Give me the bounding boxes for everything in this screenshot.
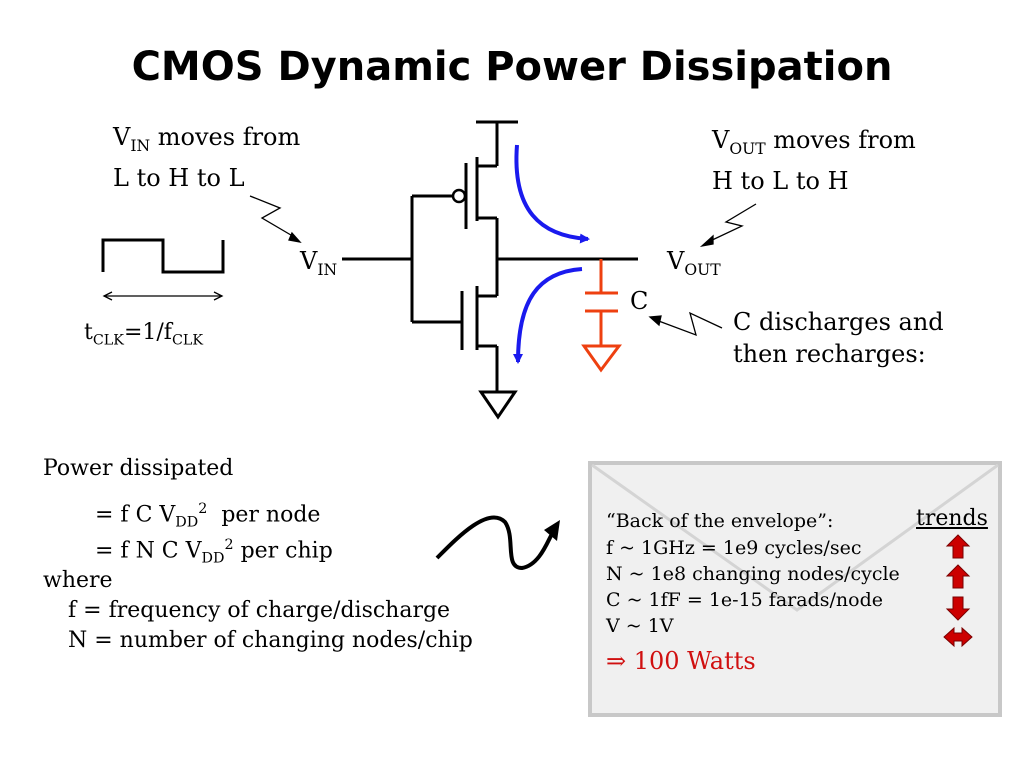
cap-pointer [648, 311, 723, 337]
clock-period-arrow [102, 291, 224, 301]
def-nodes: N = number of changing nodes/chip [68, 628, 473, 653]
vin-pointer [249, 195, 302, 243]
vout-pointer [699, 203, 757, 248]
where-label: where [43, 568, 113, 593]
envelope-voltage: V ~ 1V [606, 615, 674, 637]
load-capacitor [581, 259, 622, 373]
vin-note: VIN moves from L to H to L [113, 123, 301, 192]
envelope-capacitance: C ~ 1fF = 1e-15 farads/node [606, 589, 883, 611]
charge-current-arrow [514, 144, 590, 244]
power-heading: Power dissipated [43, 456, 234, 481]
slide-title: CMOS Dynamic Power Dissipation [131, 44, 893, 90]
power-per-node: = f C VDD2 per node [95, 501, 321, 531]
trends-label: trends [916, 506, 988, 531]
power-per-chip: = f N C VDD2 per chip [95, 537, 333, 567]
pmos-transistor [451, 120, 518, 229]
discharge-current-arrow [513, 267, 583, 364]
envelope-heading: “Back of the envelope”: [606, 510, 834, 532]
clock-waveform [101, 238, 225, 274]
capacitor-label: C [630, 287, 649, 315]
clock-period-label: tCLK=1/fCLK [84, 320, 204, 349]
nmos-transistor [460, 286, 518, 420]
output-wire [495, 218, 638, 296]
def-frequency: f = frequency of charge/discharge [68, 598, 451, 623]
vout-label: VOUT [667, 247, 721, 279]
vout-note: VOUT moves from H to L to H [712, 126, 916, 195]
vin-label: VIN [300, 247, 338, 279]
squiggle-arrow [435, 515, 560, 571]
envelope-frequency: f ~ 1GHz = 1e9 cycles/sec [606, 537, 862, 559]
input-wire [342, 194, 462, 324]
envelope-result: ⇒ 100 Watts [606, 647, 756, 675]
envelope-nodes: N ~ 1e8 changing nodes/cycle [606, 563, 900, 585]
capacitor-note: C discharges and then recharges: [733, 308, 944, 368]
